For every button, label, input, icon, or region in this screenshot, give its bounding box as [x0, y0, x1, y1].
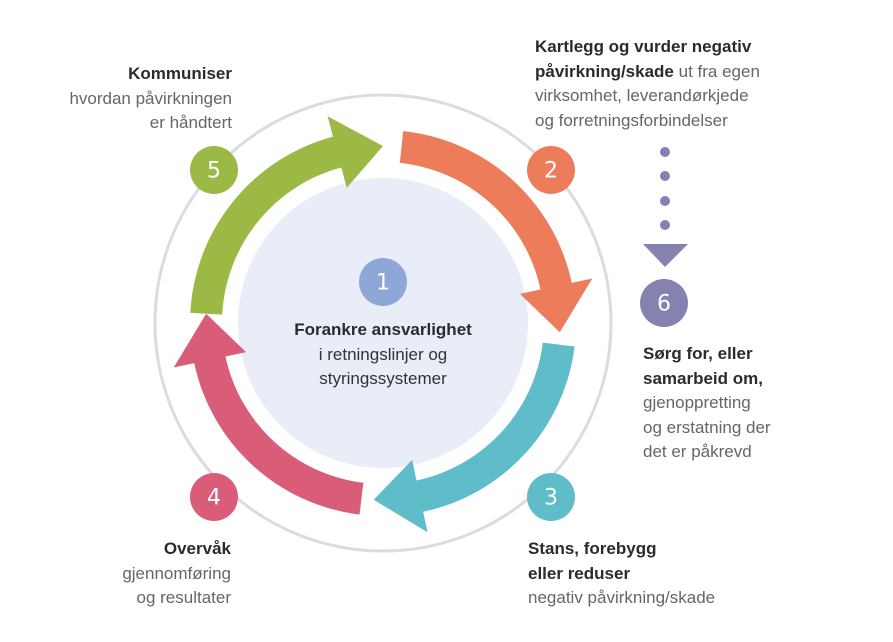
- step-title: samarbeid om,: [643, 368, 763, 388]
- center-label: Forankre ansvarlighet i retningslinjer o…: [263, 318, 503, 392]
- step-text: er håndtert: [149, 113, 232, 132]
- step-text: virksomhet, leverandørkjede: [535, 86, 749, 105]
- step-5-label: Kommuniser hvordan påvirkningen er håndt…: [69, 62, 232, 136]
- badge-step-6: 6: [640, 279, 688, 327]
- step-text: ut fra egen: [673, 61, 760, 81]
- arrow-step-3: [373, 342, 575, 533]
- step-text: og forretningsforbindelser: [535, 110, 728, 130]
- arrow-step-5: [190, 116, 383, 315]
- step-title: Sørg for, eller: [643, 344, 753, 363]
- center-line: i retningslinjer og: [318, 344, 448, 364]
- step-title: Overvåk: [163, 539, 231, 558]
- center-circle: [238, 178, 528, 468]
- down-triangle-icon: [643, 244, 688, 267]
- step-2-label: Kartlegg og vurder negativ påvirkning/sk…: [535, 35, 760, 133]
- step-6-label: Sørg for, eller samarbeid om, gjenoppret…: [643, 342, 771, 465]
- step-text: gjenoppretting: [643, 393, 751, 412]
- badge-step-4: 4: [190, 473, 238, 521]
- step-title: Kommuniser: [128, 64, 232, 83]
- outer-ring: [153, 93, 613, 553]
- step-text: og erstatning der: [643, 417, 771, 437]
- badge-number: 1: [376, 271, 390, 296]
- badge-number: 3: [544, 486, 558, 511]
- badge-step-3: 3: [527, 473, 575, 521]
- dotted-arrow-to-step-6: [643, 147, 688, 267]
- badge-step-1: 1: [359, 258, 407, 306]
- center-line: styringssystemer: [319, 369, 447, 388]
- step-text: gjennomføring: [122, 563, 231, 583]
- step-title: Stans, forebygg: [528, 539, 657, 558]
- step-title: Kartlegg og vurder negativ: [535, 37, 752, 56]
- badge-number: 4: [207, 486, 221, 511]
- arrow-step-4: [173, 313, 364, 515]
- step-title: påvirkning/skade: [535, 61, 674, 81]
- badge-number: 5: [207, 159, 221, 184]
- arrow-step-2: [399, 131, 593, 333]
- badge-number: 6: [657, 292, 671, 317]
- step-3-label: Stans, forebygg eller reduser negativ på…: [528, 537, 715, 611]
- step-text: hvordan påvirkningen: [69, 88, 232, 108]
- badge-number: 2: [544, 159, 558, 184]
- step-text: negativ påvirkning/skade: [528, 588, 716, 607]
- badge-step-2: 2: [527, 146, 575, 194]
- step-4-label: Overvåk gjennomføring og resultater: [122, 537, 231, 611]
- step-text: det er påkrevd: [643, 442, 752, 461]
- center-title: Forankre ansvarlighet: [294, 320, 472, 339]
- badge-step-5: 5: [190, 146, 238, 194]
- step-text: og resultater: [136, 588, 232, 607]
- step-title: eller reduser: [528, 563, 631, 583]
